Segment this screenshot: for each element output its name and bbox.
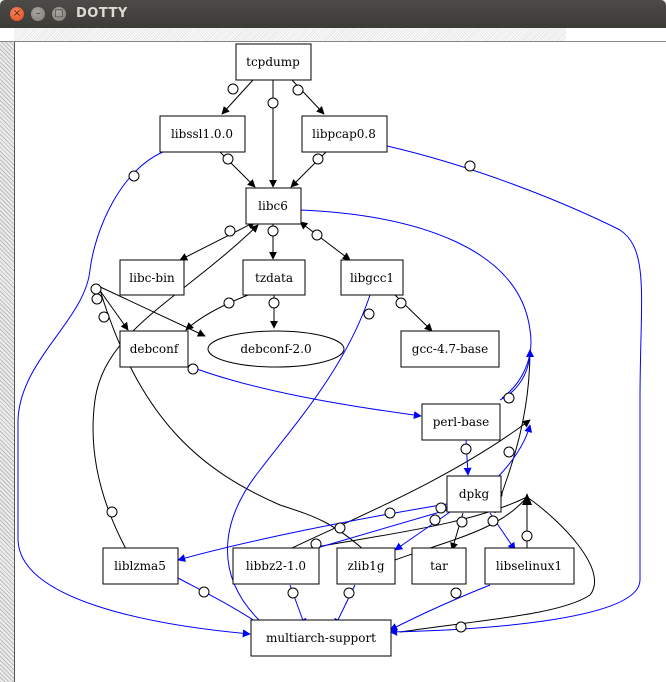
node-gcc47[interactable]: gcc-4.7-base xyxy=(400,330,500,368)
svg-text:dpkg: dpkg xyxy=(459,487,490,501)
edge-libssl-multi xyxy=(17,150,251,638)
edges-predepends xyxy=(17,145,643,638)
edge-liblzma-libc6 xyxy=(92,224,259,550)
svg-text:gcc-4.7-base: gcc-4.7-base xyxy=(412,342,488,356)
node-libbz2[interactable]: libbz2-1.0 xyxy=(232,547,320,585)
node-dpkg[interactable]: dpkg xyxy=(446,475,502,513)
svg-text:tcpdump: tcpdump xyxy=(246,55,300,69)
edge-debconf-perl xyxy=(185,364,422,419)
maximize-icon[interactable]: □ xyxy=(52,7,66,21)
svg-text:tar: tar xyxy=(430,559,448,573)
edge-circles xyxy=(90,83,533,633)
svg-text:libbz2-1.0: libbz2-1.0 xyxy=(246,559,306,573)
edge-libbz2-debconf xyxy=(95,284,129,331)
svg-text:multiarch-support: multiarch-support xyxy=(266,631,376,645)
edge-dpkg-zlib xyxy=(394,511,451,551)
node-libgcc1[interactable]: libgcc1 xyxy=(340,259,404,296)
node-libssl[interactable]: libssl1.0.0 xyxy=(159,115,246,153)
svg-text:libpcap0.8: libpcap0.8 xyxy=(312,127,376,141)
dependency-graph: tcpdump libssl1.0.0 libpcap0.8 libc6 lib… xyxy=(17,43,643,657)
window-title: DOTTY xyxy=(76,6,128,21)
node-tzdata[interactable]: tzdata xyxy=(242,259,306,296)
node-libpcap[interactable]: libpcap0.8 xyxy=(301,115,388,153)
minimize-icon[interactable]: – xyxy=(31,7,45,21)
node-perlbase[interactable]: perl-base xyxy=(421,403,501,441)
svg-text:libc6: libc6 xyxy=(258,199,288,213)
node-debconf[interactable]: debconf xyxy=(119,330,189,368)
edge-selinux-multi xyxy=(389,584,491,631)
svg-text:libssl1.0.0: libssl1.0.0 xyxy=(171,127,233,141)
svg-text:zlib1g: zlib1g xyxy=(348,559,385,573)
edge-tcpdump-libssl xyxy=(221,79,254,115)
vertical-scrollbar[interactable] xyxy=(0,42,15,682)
edge-multi-up xyxy=(399,496,596,633)
svg-text:libc-bin: libc-bin xyxy=(129,271,175,285)
node-liblzma5[interactable]: liblzma5 xyxy=(102,547,179,585)
edge-libbz2-up xyxy=(304,496,528,550)
svg-text:tzdata: tzdata xyxy=(255,271,293,285)
edge-zlib-libc6 xyxy=(99,289,365,551)
edge-libc6-libgcc1 xyxy=(299,221,351,261)
svg-text:libgcc1: libgcc1 xyxy=(350,271,394,285)
node-libcbin[interactable]: libc-bin xyxy=(119,259,185,296)
node-libc6[interactable]: libc6 xyxy=(245,187,302,225)
graph-canvas[interactable]: tcpdump libssl1.0.0 libpcap0.8 libc6 lib… xyxy=(15,42,666,682)
node-zlib1g[interactable]: zlib1g xyxy=(336,547,396,585)
edge-libpcap-multi xyxy=(386,145,643,636)
node-tar[interactable]: tar xyxy=(411,547,467,585)
edge-dpkg-liblzma xyxy=(177,503,448,562)
title-bar: × – □ DOTTY xyxy=(0,0,666,28)
arrow-head-selinux xyxy=(522,493,532,505)
edge-libbz2-debconf2 xyxy=(95,284,206,337)
scrollbar-thumb[interactable] xyxy=(0,42,12,682)
edge-libc6-libcbin xyxy=(179,221,256,261)
edge-libc6-perl xyxy=(299,209,532,399)
svg-text:perl-base: perl-base xyxy=(433,415,490,429)
nodes: tcpdump libssl1.0.0 libpcap0.8 libc6 lib… xyxy=(102,43,575,657)
svg-text:liblzma5: liblzma5 xyxy=(114,559,166,573)
node-libselinux1[interactable]: libselinux1 xyxy=(484,547,575,585)
svg-text:debconf-2.0: debconf-2.0 xyxy=(240,342,311,356)
node-debconf2[interactable]: debconf-2.0 xyxy=(207,330,345,368)
edge-libbz2-perl xyxy=(289,419,531,550)
edges-depends xyxy=(92,79,596,633)
edge-perlup xyxy=(499,349,534,401)
svg-text:debconf: debconf xyxy=(130,342,180,356)
horizontal-scrollbar[interactable] xyxy=(0,28,666,42)
edge-dpkg-libbz2 xyxy=(309,509,448,551)
node-tcpdump[interactable]: tcpdump xyxy=(235,43,312,81)
svg-text:libselinux1: libselinux1 xyxy=(496,559,562,573)
close-icon[interactable]: × xyxy=(10,7,24,21)
node-multiarch[interactable]: multiarch-support xyxy=(250,619,392,657)
edge-tzdata-debconf xyxy=(185,294,249,331)
